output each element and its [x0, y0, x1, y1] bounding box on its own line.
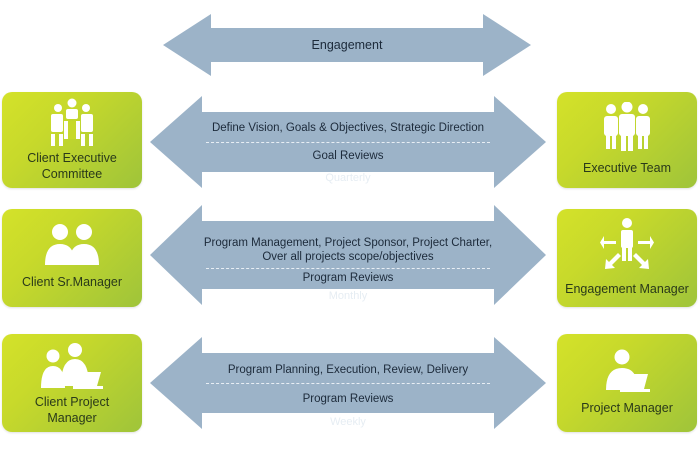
box-label-line2: Committee	[41, 167, 103, 181]
box-label: Client Project	[34, 395, 110, 409]
tier-divider	[206, 142, 490, 143]
client-sr-manager-box: Client Sr.Manager	[2, 209, 142, 307]
tier-frequency-label: Quarterly	[325, 172, 371, 184]
people-at-laptop-icon	[2, 334, 142, 392]
tier-scope-text: Program Planning, Execution, Review, Del…	[227, 364, 469, 376]
tier-arrow-weekly: Program Planning, Execution, Review, Del…	[150, 337, 546, 429]
box-label: Project Manager	[581, 401, 673, 415]
box-label-line2: Manager	[47, 411, 97, 425]
box-label: Engagement Manager	[565, 282, 689, 296]
box-label: Executive Team	[582, 161, 671, 175]
committee-meeting-icon	[2, 92, 142, 150]
executive-team-box: Executive Team	[557, 92, 697, 188]
tier-divider	[206, 268, 490, 269]
person-directing-arrows-icon	[557, 209, 697, 269]
person-at-laptop-icon	[557, 334, 697, 392]
tier-review-label: Program Reviews	[302, 393, 394, 405]
two-people-icon	[2, 209, 142, 267]
tier-scope-text-line2: Over all projects scope/objectives	[262, 251, 434, 263]
tier-frequency-label: Weekly	[330, 416, 366, 428]
tier-arrow-quarterly: Define Vision, Goals & Objectives, Strat…	[150, 96, 546, 188]
client-executive-committee-box: Client Executive Committee	[2, 92, 142, 188]
tier-arrow-monthly: Program Management, Project Sponsor, Pro…	[150, 205, 546, 305]
engagement-label: Engagement	[311, 38, 383, 52]
tier-divider	[206, 383, 490, 384]
team-group-icon	[557, 92, 697, 151]
client-project-manager-box: Client Project Manager	[2, 334, 142, 432]
tier-review-label: Program Reviews	[302, 272, 394, 284]
engagement-arrow: Engagement	[163, 14, 531, 76]
tier-review-label: Goal Reviews	[312, 150, 384, 162]
box-label: Client Executive	[27, 151, 117, 165]
tier-scope-text: Program Management, Project Sponsor, Pro…	[203, 237, 493, 249]
box-label: Client Sr.Manager	[21, 275, 123, 289]
engagement-manager-box: Engagement Manager	[557, 209, 697, 307]
tier-scope-text: Define Vision, Goals & Objectives, Strat…	[211, 122, 485, 134]
project-manager-box: Project Manager	[557, 334, 697, 432]
tier-frequency-label: Monthly	[328, 290, 368, 302]
